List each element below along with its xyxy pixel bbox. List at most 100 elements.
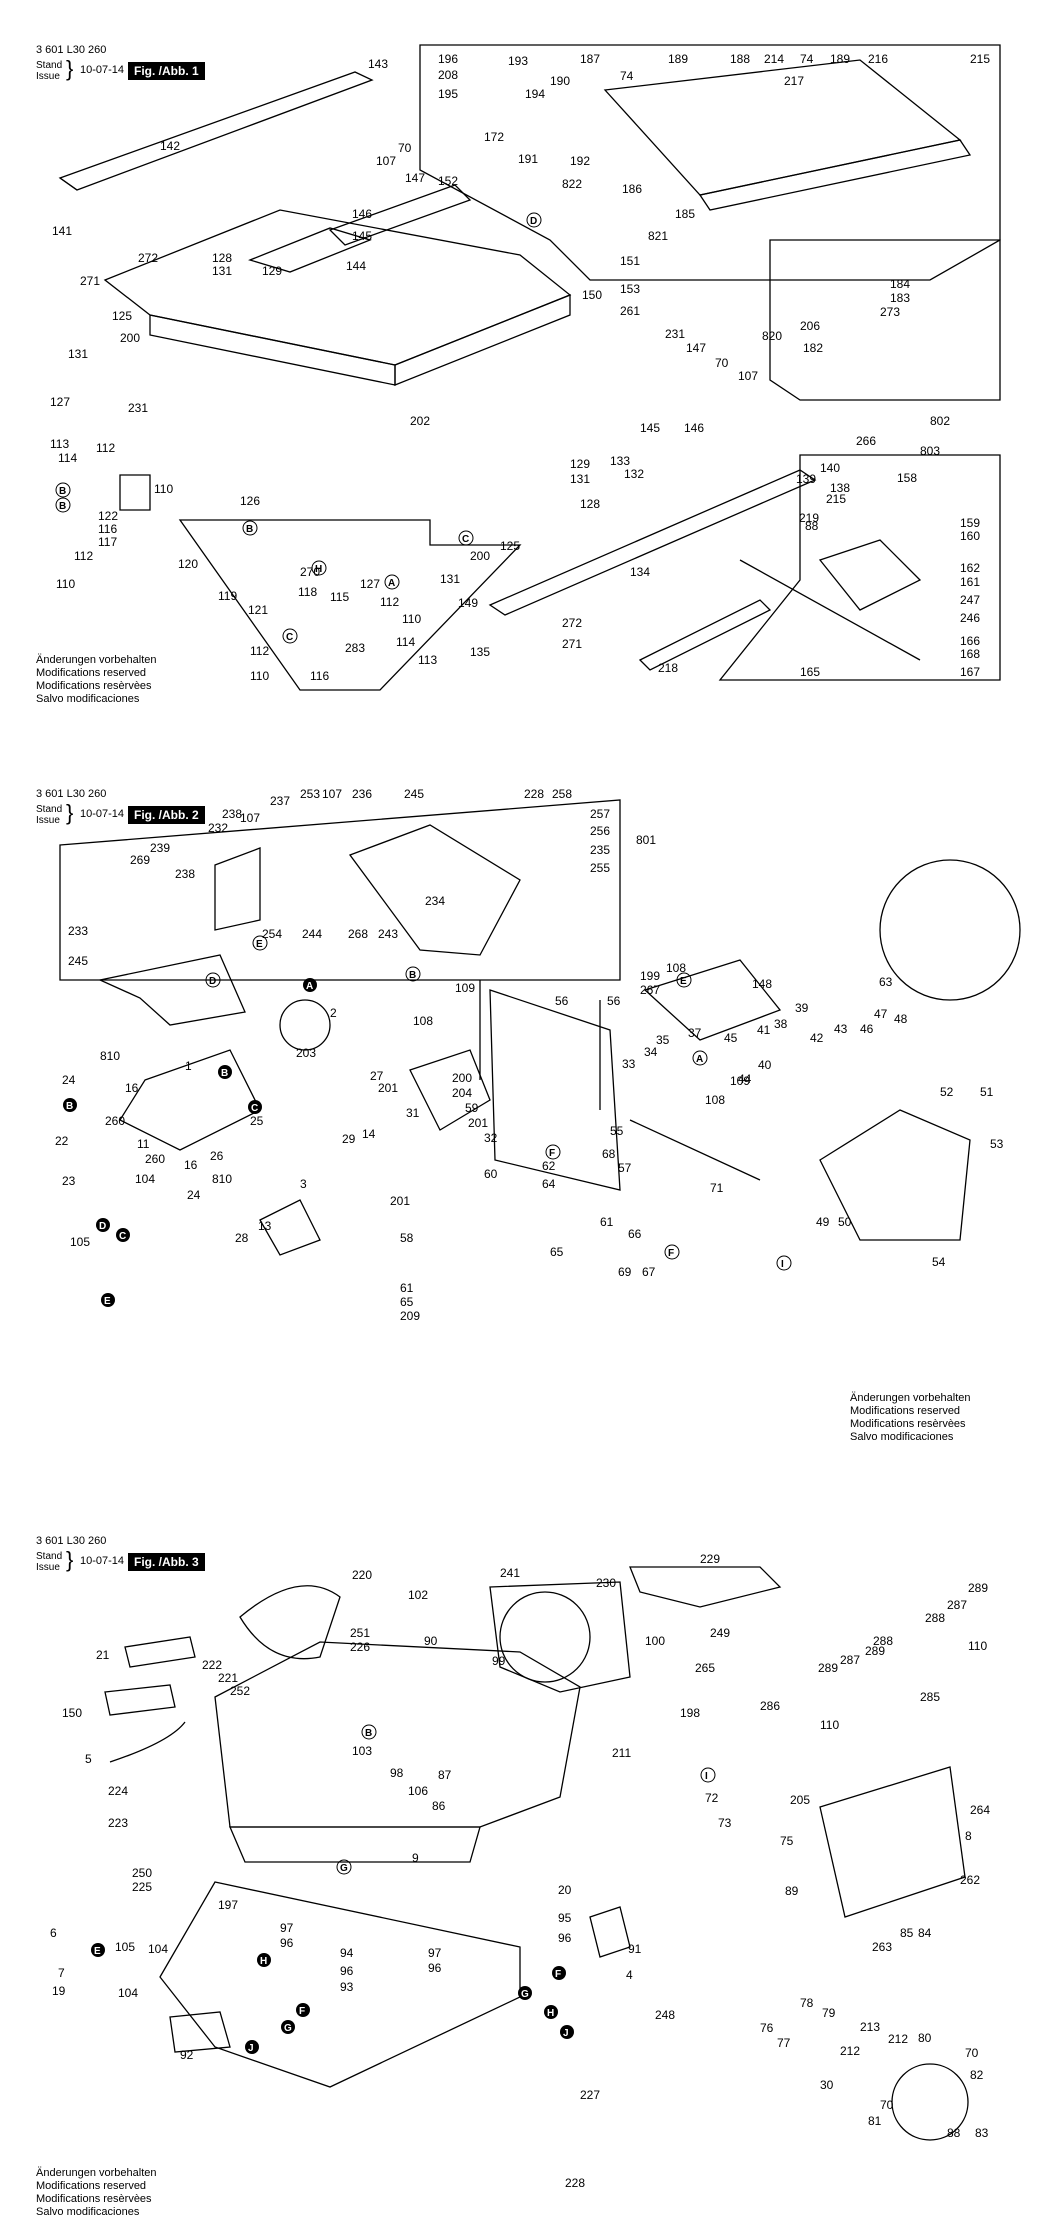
svg-text:H: H (547, 2008, 554, 2019)
figure-1-sheet: 3 601 L30 260 Stand Issue } 10-07-14 Fig… (0, 0, 1050, 705)
issue-label: Issue (36, 71, 60, 82)
svg-text:116: 116 (310, 669, 329, 683)
change-notice: Änderungen vorbehalten Modifications res… (850, 1392, 970, 1444)
svg-text:131: 131 (440, 572, 460, 586)
svg-text:269: 269 (130, 853, 150, 867)
armature-shape (259, 1199, 321, 1256)
svg-text:117: 117 (98, 535, 117, 549)
svg-text:227: 227 (580, 2088, 600, 2102)
svg-text:135: 135 (470, 645, 490, 659)
svg-text:256: 256 (590, 824, 610, 838)
svg-text:118: 118 (298, 585, 317, 599)
svg-text:F: F (299, 2006, 305, 2017)
svg-text:248: 248 (655, 2008, 675, 2022)
svg-text:37: 37 (688, 1026, 702, 1040)
svg-text:286: 286 (760, 1699, 780, 1713)
svg-text:24: 24 (187, 1188, 201, 1202)
svg-text:260: 260 (145, 1152, 165, 1166)
svg-text:45: 45 (724, 1031, 738, 1045)
svg-text:222: 222 (202, 1658, 222, 1672)
svg-text:262: 262 (960, 1873, 980, 1887)
svg-text:132: 132 (624, 467, 644, 481)
svg-text:189: 189 (668, 52, 688, 66)
svg-text:193: 193 (508, 54, 528, 68)
svg-text:E: E (94, 1946, 101, 1957)
svg-text:73: 73 (718, 1816, 732, 1830)
svg-text:215: 215 (826, 492, 846, 506)
svg-text:G: G (521, 1989, 529, 2000)
svg-text:235: 235 (590, 843, 610, 857)
svg-text:22: 22 (55, 1134, 69, 1148)
svg-text:16: 16 (184, 1158, 198, 1172)
svg-text:133: 133 (610, 454, 630, 468)
svg-text:162: 162 (960, 561, 980, 575)
svg-text:6: 6 (50, 1926, 57, 1940)
svg-text:112: 112 (74, 549, 93, 563)
svg-text:201: 201 (378, 1081, 398, 1095)
figure-title: Fig. /Abb. 3 (128, 1553, 205, 1571)
svg-text:166: 166 (960, 634, 980, 648)
svg-text:A: A (696, 1054, 703, 1065)
svg-text:56: 56 (607, 994, 621, 1008)
svg-text:144: 144 (346, 259, 366, 273)
svg-text:149: 149 (458, 596, 478, 610)
svg-text:289: 289 (865, 1644, 885, 1658)
issue-label: Issue (36, 1562, 60, 1573)
motor-rotor (279, 999, 331, 1051)
svg-text:219: 219 (799, 511, 819, 525)
svg-text:102: 102 (408, 1588, 428, 1602)
svg-text:7: 7 (58, 1966, 65, 1980)
svg-text:206: 206 (800, 319, 820, 333)
bracket-8 (819, 1766, 966, 1918)
label-150 (104, 1684, 176, 1716)
svg-text:109: 109 (730, 1074, 750, 1088)
svg-text:236: 236 (352, 787, 372, 801)
svg-text:107: 107 (240, 811, 260, 825)
svg-text:243: 243 (378, 927, 398, 941)
svg-text:822: 822 (562, 177, 582, 191)
svg-text:105: 105 (70, 1235, 90, 1249)
svg-text:226: 226 (350, 1640, 370, 1654)
svg-text:79: 79 (822, 2006, 836, 2020)
svg-text:251: 251 (350, 1626, 370, 1640)
svg-text:70: 70 (880, 2098, 894, 2112)
svg-text:93: 93 (340, 1980, 354, 1994)
svg-text:110: 110 (250, 669, 269, 683)
svg-text:48: 48 (894, 1012, 908, 1026)
svg-text:116: 116 (98, 522, 117, 536)
svg-text:B: B (59, 486, 66, 497)
svg-text:110: 110 (56, 577, 75, 591)
svg-text:810: 810 (212, 1172, 232, 1186)
svg-text:85: 85 (900, 1926, 914, 1940)
svg-text:97: 97 (428, 1946, 442, 1960)
svg-text:82: 82 (970, 2068, 984, 2082)
svg-text:14: 14 (362, 1127, 376, 1141)
svg-text:272: 272 (138, 251, 158, 265)
svg-text:57: 57 (618, 1161, 632, 1175)
svg-text:61: 61 (600, 1215, 614, 1229)
svg-text:63: 63 (879, 975, 893, 989)
svg-text:88: 88 (947, 2126, 961, 2140)
svg-text:287: 287 (947, 1598, 967, 1612)
svg-text:84: 84 (918, 1926, 932, 1940)
switch-box (589, 1906, 631, 1958)
svg-text:G: G (340, 1863, 348, 1874)
svg-text:54: 54 (932, 1255, 946, 1269)
svg-text:B: B (66, 1101, 73, 1112)
svg-text:106: 106 (408, 1784, 428, 1798)
notice-line: Modifications reserved (36, 667, 147, 679)
gear-housing (409, 1049, 491, 1131)
svg-text:200: 200 (120, 331, 140, 345)
svg-text:75: 75 (780, 1834, 794, 1848)
svg-text:283: 283 (345, 641, 365, 655)
svg-text:J: J (248, 2043, 254, 2054)
svg-text:285: 285 (920, 1690, 940, 1704)
svg-text:24: 24 (62, 1073, 76, 1087)
label-21 (124, 1636, 196, 1668)
lower-guard (819, 1109, 971, 1241)
svg-text:21: 21 (96, 1648, 110, 1662)
svg-text:241: 241 (500, 1566, 520, 1580)
svg-text:141: 141 (52, 224, 72, 238)
svg-text:81: 81 (868, 2114, 882, 2128)
svg-text:195: 195 (438, 87, 458, 101)
